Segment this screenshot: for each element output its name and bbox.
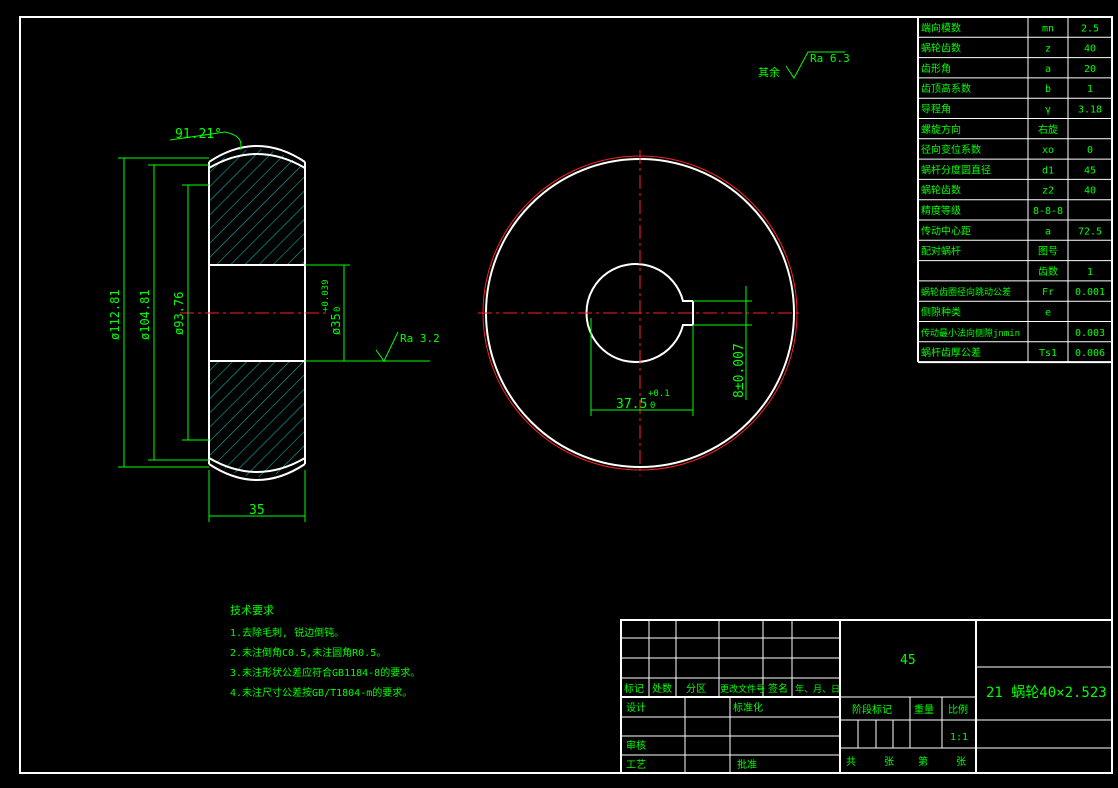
param-cell-symbol: a xyxy=(1045,226,1051,237)
hatch-upper xyxy=(209,149,305,265)
header-col: 分区 xyxy=(686,683,706,695)
param-cell-name: 齿形角 xyxy=(921,63,951,75)
param-cell-name: 蜗杆齿厚公差 xyxy=(921,346,981,359)
sheets-total-label: 共 xyxy=(846,756,856,768)
param-cell-symbol: a xyxy=(1045,64,1051,75)
param-cell-symbol: e xyxy=(1045,308,1051,319)
surface-finish-value: Ra 6.3 xyxy=(810,52,850,65)
param-cell-name: 蜗轮齿数 xyxy=(921,184,961,197)
param-cell-name: 配对蜗杆 xyxy=(921,245,961,258)
header-col: 签名 xyxy=(768,682,788,695)
stage-mark-label: 阶段标记 xyxy=(852,703,892,716)
header-col: 年、月、日 xyxy=(795,683,840,695)
param-cell-name: 蜗杆分度圆直径 xyxy=(921,163,991,176)
tech-req-title: 技术要求 xyxy=(230,604,274,617)
keyway-tolerance-lower: 0 xyxy=(650,401,655,411)
angle-label: 91.21° xyxy=(175,127,222,142)
dim-outer-diameter: ø112.81 xyxy=(108,289,122,340)
title-block: 45 21 蜗轮40×2.523 标记 处数 分区 更改文件号 签名 年、月、日… xyxy=(620,619,1113,774)
dim-keyway-width: 8±0.007 xyxy=(732,343,747,398)
tech-req-item: 1.去除毛刺, 锐边倒钝。 xyxy=(230,626,344,639)
param-cell-symbol: Ts1 xyxy=(1039,348,1057,359)
param-cell-name: 精度等级 xyxy=(921,204,961,217)
scale-label: 比例 xyxy=(948,703,968,716)
keyway-tolerance-upper: +0.1 xyxy=(648,389,670,399)
hatch-lower xyxy=(209,361,305,477)
standardize-label: 标准化 xyxy=(733,701,763,714)
param-cell-name: 导程角 xyxy=(921,104,951,116)
process-label: 工艺 xyxy=(626,759,646,771)
tech-req-item: 3.未注形状公差应符合GB1184-8的要求。 xyxy=(230,666,420,679)
param-cell-value: 40 xyxy=(1084,186,1096,197)
approve-label: 批准 xyxy=(737,758,757,771)
tech-req-item: 4.未注尺寸公差按GB/T1804-m的要求。 xyxy=(230,686,412,699)
review-label: 审核 xyxy=(626,739,646,752)
surface-finish-label: 其余 xyxy=(758,65,780,79)
param-cell-value: 0.006 xyxy=(1075,348,1105,359)
material-label: 45 xyxy=(900,653,916,668)
param-cell-symbol: γ xyxy=(1045,105,1051,116)
param-cell-value: 0.001 xyxy=(1075,287,1105,298)
front-view: 37.5 +0.1 0 8±0.007 xyxy=(478,150,802,476)
technical-requirements: 技术要求 1.去除毛刺, 锐边倒钝。 2.未注倒角C0.5,未注圆角R0.5。 … xyxy=(230,604,420,699)
dim-inner-diameter: ø93.76 xyxy=(172,292,186,335)
weight-label: 重量 xyxy=(914,703,934,716)
param-cell-name: 蜗轮齿数 xyxy=(921,42,961,55)
bore-tolerance-upper: +0.039 xyxy=(321,279,331,312)
param-cell-symbol: d1 xyxy=(1042,165,1054,176)
sheet-of-label: 第 xyxy=(918,755,928,768)
param-cell-value: 72.5 xyxy=(1078,226,1102,237)
param-cell-symbol: mn xyxy=(1042,23,1054,34)
param-cell-value: 3.18 xyxy=(1078,105,1102,116)
dim-mid-diameter: ø104.81 xyxy=(138,289,152,340)
param-cell-value: 0.003 xyxy=(1075,328,1105,339)
param-cell-symbol: 图号 xyxy=(1038,246,1058,258)
drawing-title: 21 蜗轮40×2.523 xyxy=(986,685,1107,701)
param-cell-name: 齿顶高系数 xyxy=(921,82,971,95)
param-cell-symbol: b xyxy=(1045,84,1051,95)
tech-req-item: 2.未注倒角C0.5,未注圆角R0.5。 xyxy=(230,646,386,659)
param-cell-value: 0 xyxy=(1087,145,1093,156)
sheet-unit-label: 张 xyxy=(956,756,966,768)
design-label: 设计 xyxy=(626,701,646,714)
param-cell-value: 2.5 xyxy=(1081,23,1099,34)
param-cell-name: 端向模数 xyxy=(921,21,961,34)
param-cell-name: 螺旋方向 xyxy=(921,123,961,136)
param-cell-symbol: Fr xyxy=(1042,287,1054,298)
param-cell-name: 传动最小法向侧隙jnmin xyxy=(921,327,1020,339)
param-cell-value: 1 xyxy=(1087,267,1093,278)
param-cell-name: 径向变位系数 xyxy=(921,143,981,156)
header-col: 更改文件号 xyxy=(720,683,765,695)
param-cell-value: 1 xyxy=(1087,84,1093,95)
param-cell-symbol: z2 xyxy=(1042,186,1054,197)
dim-width: 35 xyxy=(249,503,265,518)
param-cell-symbol: 8-8-8 xyxy=(1033,206,1063,217)
header-col: 标记 xyxy=(624,683,644,695)
param-cell-value: 45 xyxy=(1084,165,1096,176)
dim-keyway-depth: 37.5 xyxy=(616,397,647,412)
param-cell-symbol: z xyxy=(1045,44,1051,55)
param-cell-name: 传动中心距 xyxy=(921,224,971,237)
surface-finish-note: 其余 Ra 6.3 xyxy=(758,51,850,79)
param-cell-symbol: 右旋 xyxy=(1038,123,1058,136)
roughness-label: Ra 3.2 xyxy=(400,332,440,345)
parameter-table: 端向模数 mn 2.5 蜗轮齿数 z 40 齿形角 a 20 齿顶高系数 b 1 导程角 γ 3.18 螺旋方… xyxy=(917,17,1112,364)
scale-value: 1:1 xyxy=(950,732,968,743)
param-cell-value: 40 xyxy=(1084,44,1096,55)
param-cell-symbol: xo xyxy=(1042,145,1054,156)
param-cell-name: 侧隙种类 xyxy=(921,306,961,319)
dim-bore-diameter: ø35 xyxy=(329,313,343,335)
param-cell-value: 20 xyxy=(1084,64,1096,75)
drawing-frame xyxy=(19,16,1113,774)
param-cell-symbol: 齿数 xyxy=(1038,265,1058,278)
bore-tolerance-lower: 0 xyxy=(333,307,343,312)
header-col: 处数 xyxy=(652,682,672,695)
side-section-view: 91.21° ø112.81 ø104.81 ø93.76 ø35 +0.039… xyxy=(108,127,440,522)
sheets-unit-label: 张 xyxy=(884,756,894,768)
param-cell-name: 蜗轮齿圈径向跳动公差 xyxy=(921,286,1011,298)
